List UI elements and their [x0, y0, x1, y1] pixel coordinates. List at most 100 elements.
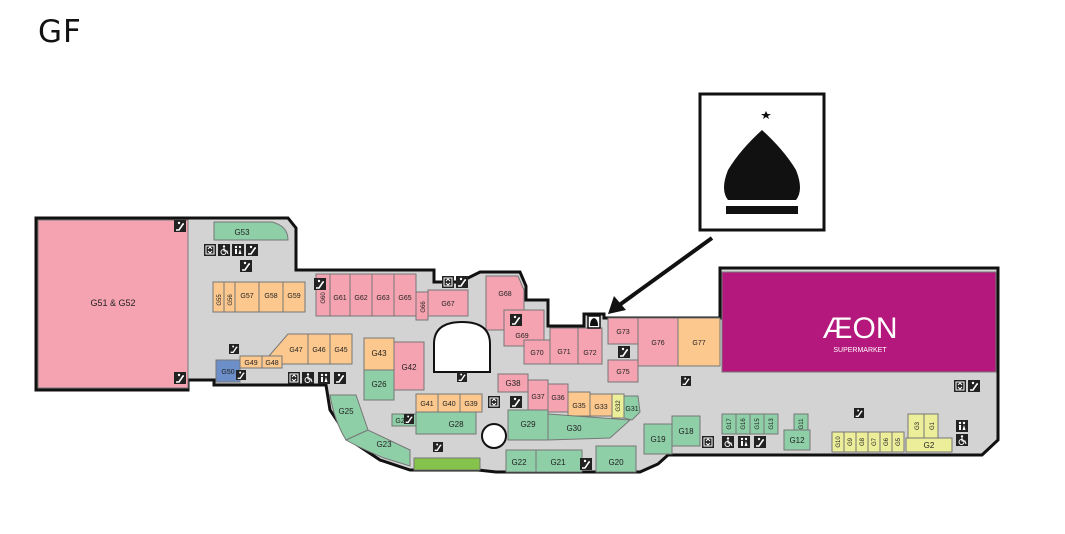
unit-label: G7	[872, 437, 878, 446]
unit-G33[interactable]: G33	[589, 393, 613, 417]
unit-G51-52[interactable]: G51 & G52	[37, 219, 189, 389]
unit-G42[interactable]: G42	[393, 341, 425, 391]
unit-label: G19	[650, 435, 666, 444]
toilet-icon	[318, 372, 330, 384]
escalator-icon	[404, 414, 414, 424]
unit-G53[interactable]: G53	[213, 221, 289, 241]
unit-G58[interactable]: G58	[258, 281, 284, 313]
prayer-room-marker[interactable]	[587, 315, 601, 329]
unit-G2[interactable]: G2	[905, 437, 953, 453]
unit-label: G40	[442, 401, 455, 408]
unit-G29[interactable]: G29	[507, 409, 549, 441]
unit-G35[interactable]: G35	[567, 391, 591, 417]
unit-G7[interactable]: G7	[867, 431, 881, 453]
unit-label: G60	[321, 292, 327, 304]
unit-G38[interactable]: G38	[497, 373, 529, 393]
unit-G13[interactable]: G13	[763, 413, 779, 435]
escalator-icon	[968, 380, 980, 392]
unit-G67[interactable]: G67	[427, 289, 469, 317]
unit-G18[interactable]: G18	[671, 415, 701, 447]
unit-label: G66	[421, 301, 427, 313]
accessible-toilet-icon	[722, 436, 734, 448]
unit-G8[interactable]: G8	[855, 431, 869, 453]
unit-label: G73	[616, 329, 629, 336]
unit-G40[interactable]: G40	[437, 393, 461, 413]
unit-G59[interactable]: G59	[282, 281, 306, 313]
unit-G20[interactable]: G20	[595, 445, 637, 473]
unit-label: G58	[264, 293, 277, 300]
unit-G62[interactable]: G62	[349, 273, 373, 317]
unit-G37[interactable]: G37	[527, 379, 549, 411]
unit-G43[interactable]: G43	[363, 337, 395, 371]
unit-G70[interactable]: G70	[523, 339, 551, 365]
unit-label: G29	[520, 420, 536, 429]
unit-label: G3	[915, 421, 921, 430]
unit-G65[interactable]: G65	[393, 273, 417, 317]
unit-label: G77	[692, 340, 705, 347]
callout-arrow	[608, 236, 714, 314]
unit-G3[interactable]: G3	[907, 413, 925, 439]
unit-G6[interactable]: G6	[879, 431, 893, 453]
green-unit-lime[interactable]	[413, 457, 481, 471]
aeon-sub: SUPERMARKET	[833, 347, 887, 354]
unit-G49[interactable]: G49	[239, 355, 263, 369]
escalator-icon	[246, 244, 258, 256]
unit-G26[interactable]: G26	[363, 369, 395, 401]
unit-G41[interactable]: G41	[415, 393, 439, 413]
unit-label: G36	[551, 395, 564, 402]
unit-G28[interactable]: G28	[415, 411, 477, 435]
unit-label: G17	[727, 418, 733, 430]
unit-G55[interactable]: G55	[212, 281, 225, 313]
unit-G32[interactable]: G32	[611, 393, 625, 419]
unit-G23[interactable]: G23	[344, 429, 411, 467]
unit-G72[interactable]: G72	[577, 327, 603, 365]
lift-icon	[288, 372, 300, 384]
unit-G9[interactable]: G9	[843, 431, 857, 453]
unit-G48[interactable]: G48	[261, 355, 283, 369]
unit-G61[interactable]: G61	[329, 273, 351, 317]
unit-G36[interactable]: G36	[547, 383, 569, 413]
unit-G66[interactable]: G66	[415, 291, 429, 321]
unit-label: G28	[448, 420, 464, 429]
unit-G57[interactable]: G57	[234, 281, 260, 313]
unit-G30[interactable]: G30	[547, 413, 632, 441]
unit-G56[interactable]: G56	[223, 281, 236, 313]
unit-G15[interactable]: G15	[749, 413, 765, 435]
unit-G45[interactable]: G45	[329, 333, 353, 365]
unit-label: G71	[557, 349, 570, 356]
unit-label: G9	[848, 437, 854, 446]
unit-G31[interactable]: G31	[623, 395, 641, 421]
unit-label: G51 & G52	[90, 298, 135, 308]
unit-label: G27	[395, 418, 408, 425]
unit-G46[interactable]: G46	[307, 333, 331, 365]
anchor-aeon-supermarket[interactable]: ÆON SUPERMARKET	[721, 271, 997, 373]
unit-G21[interactable]: G21	[535, 449, 583, 473]
unit-label: G16	[741, 418, 747, 430]
unit-label: G49	[244, 360, 257, 367]
unit-label: G38	[505, 379, 521, 388]
unit-label: G46	[312, 347, 325, 354]
unit-G39[interactable]: G39	[459, 393, 483, 413]
aeon-brand: ÆON	[823, 312, 898, 345]
unit-label: G57	[240, 293, 253, 300]
unit-G73[interactable]: G73	[607, 317, 639, 345]
unit-G19[interactable]: G19	[643, 423, 673, 455]
unit-G22[interactable]: G22	[505, 449, 537, 473]
unit-G17[interactable]: G17	[721, 413, 737, 435]
unit-label: G21	[550, 458, 566, 467]
unit-G1[interactable]: G1	[923, 413, 939, 439]
accessible-toilet-icon	[956, 434, 968, 446]
unit-G71[interactable]: G71	[549, 327, 579, 365]
unit-label: G1	[930, 421, 936, 430]
unit-G76[interactable]: G76	[637, 317, 679, 367]
unit-G16[interactable]: G16	[735, 413, 751, 435]
toilet-icon	[738, 436, 750, 448]
unit-G10[interactable]: G10	[831, 431, 845, 453]
unit-G5[interactable]: G5	[891, 431, 905, 453]
unit-G63[interactable]: G63	[371, 273, 395, 317]
unit-G75[interactable]: G75	[607, 359, 639, 383]
unit-G12[interactable]: G12	[783, 429, 811, 451]
accessible-toilet-icon	[302, 372, 314, 384]
unit-G77[interactable]: G77	[677, 317, 721, 367]
